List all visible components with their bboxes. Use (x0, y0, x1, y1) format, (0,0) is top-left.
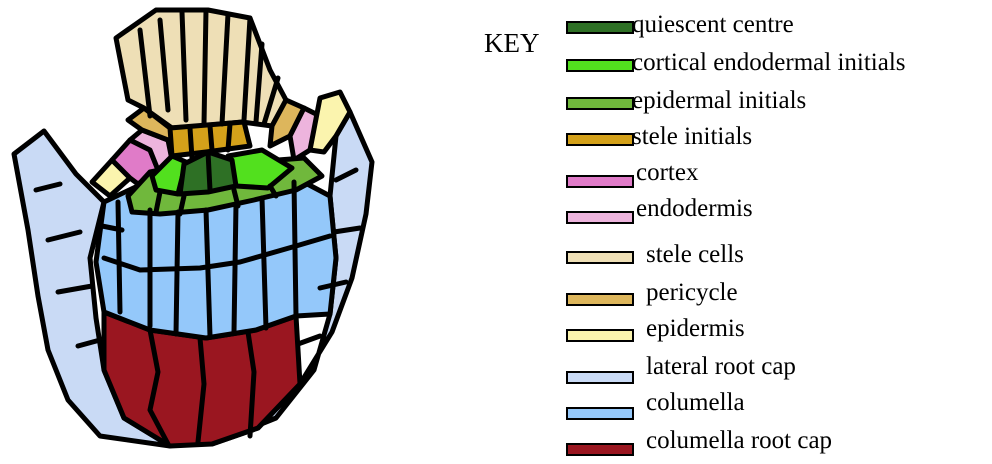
legend-item: endodermis (566, 202, 986, 232)
legend-label: quiescent centre (632, 12, 794, 38)
legend-item: cortical endodermal initials (566, 50, 986, 80)
legend-swatch (566, 443, 634, 456)
legend-item: columella root cap (566, 434, 986, 464)
legend-label: lateral root cap (646, 354, 796, 380)
legend-item: lateral root cap (566, 362, 986, 392)
legend-item: cortex (566, 166, 986, 196)
legend-label: pericycle (646, 280, 738, 306)
legend-swatch (566, 293, 634, 306)
legend-label: columella (646, 390, 745, 416)
legend-label: epidermis (646, 316, 745, 342)
legend-swatch (566, 175, 634, 188)
legend-label: endodermis (636, 196, 753, 222)
legend-swatch (566, 251, 634, 264)
legend-label: cortical endodermal initials (632, 50, 906, 76)
legend-label: stele initials (632, 124, 752, 150)
legend-label: stele cells (646, 242, 744, 268)
legend-item: stele cells (566, 242, 986, 272)
legend-swatch (566, 371, 634, 384)
legend-item: pericycle (566, 284, 986, 314)
legend-swatch (566, 211, 634, 224)
legend-swatch (566, 329, 634, 342)
legend-label: epidermal initials (632, 88, 806, 114)
legend-item: stele initials (566, 124, 986, 154)
legend-swatch (566, 97, 634, 110)
legend-item: quiescent centre (566, 12, 986, 42)
legend-item: columella (566, 398, 986, 428)
legend-item: epidermis (566, 320, 986, 350)
legend-swatch (566, 133, 634, 146)
legend-swatch (566, 407, 634, 420)
legend-item: epidermal initials (566, 88, 986, 118)
legend-swatch (566, 59, 634, 72)
legend-swatch (566, 21, 634, 34)
key-title: KEY (484, 28, 540, 59)
legend-label: columella root cap (646, 428, 832, 454)
root-tip-diagram (0, 0, 480, 455)
legend-label: cortex (636, 160, 698, 186)
